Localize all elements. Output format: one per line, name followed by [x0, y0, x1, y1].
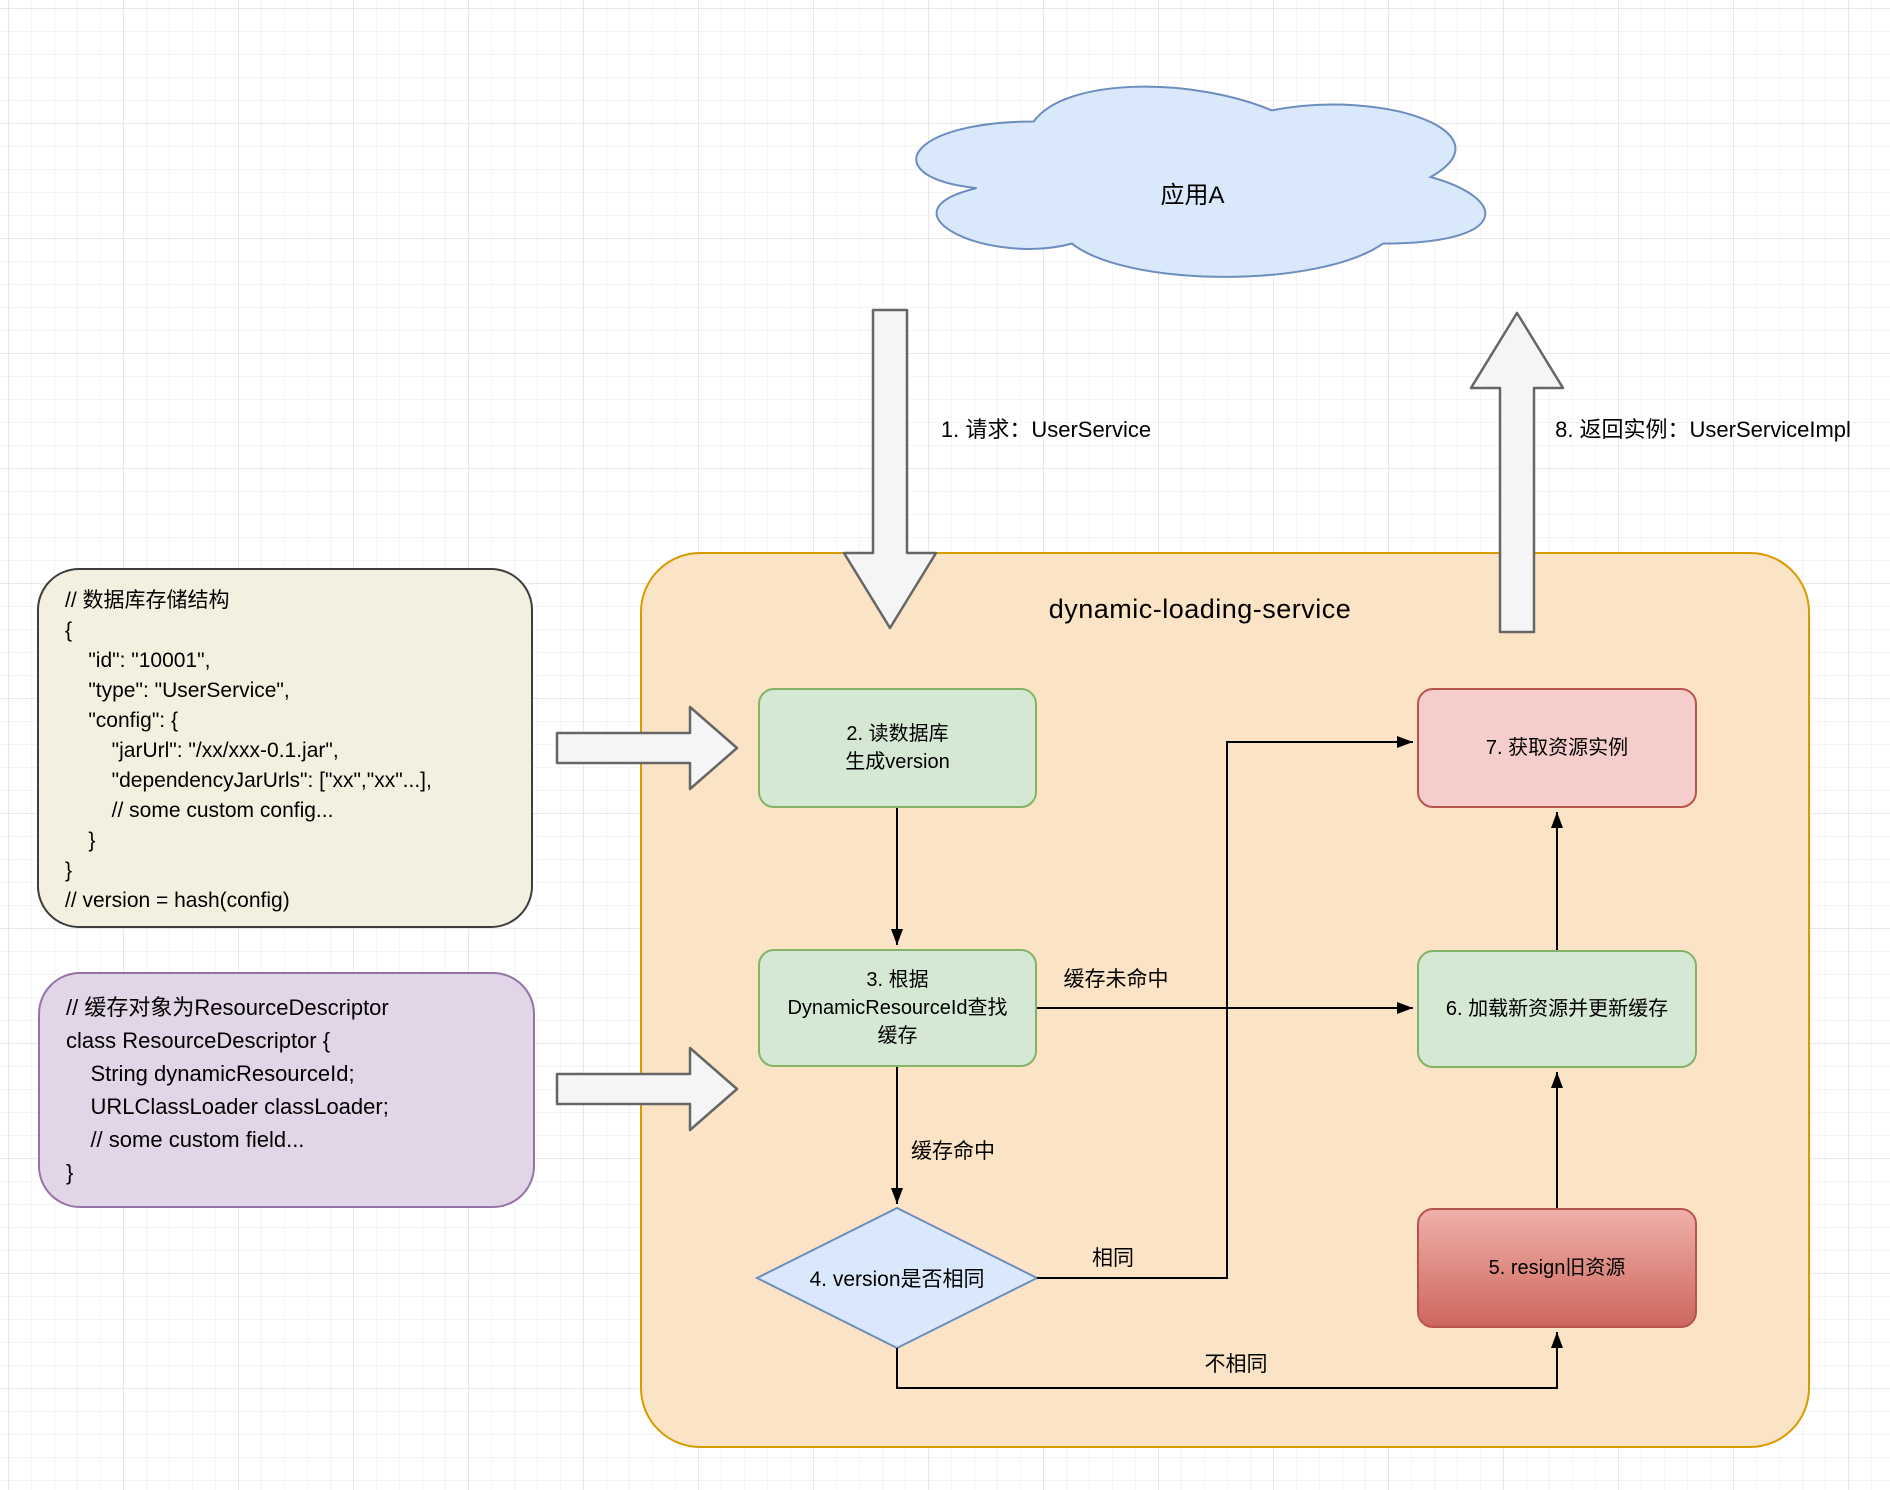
edge-label-cache-miss: 缓存未命中	[1063, 968, 1169, 991]
cloud-shape	[875, 66, 1510, 288]
node-read-database: 2. 读数据库生成version	[758, 688, 1037, 808]
node-get-resource-instance: 7. 获取资源实例	[1417, 688, 1697, 808]
edge-label-version-same: 相同	[1092, 1247, 1134, 1270]
cloud-label: 应用A	[1160, 181, 1225, 209]
request-arrow-label: 1. 请求：UserService	[940, 417, 1152, 442]
cloud-outline	[915, 85, 1487, 278]
return-arrow-label: 8. 返回实例：UserServiceImpl	[1555, 417, 1851, 442]
service-title: dynamic-loading-service	[1048, 594, 1352, 624]
edge-label-version-diff: 不相同	[1204, 1353, 1268, 1376]
decision-diamond-label: 4. version是否相同	[809, 1268, 985, 1291]
edge-label-cache-hit: 缓存命中	[911, 1140, 995, 1163]
db-schema-note: // 数据库存储结构{ "id": "10001", "type": "User…	[37, 568, 533, 928]
node-load-new-resource: 6. 加载新资源并更新缓存	[1417, 950, 1697, 1068]
node-resign-old-resource: 5. resign旧资源	[1417, 1208, 1697, 1328]
